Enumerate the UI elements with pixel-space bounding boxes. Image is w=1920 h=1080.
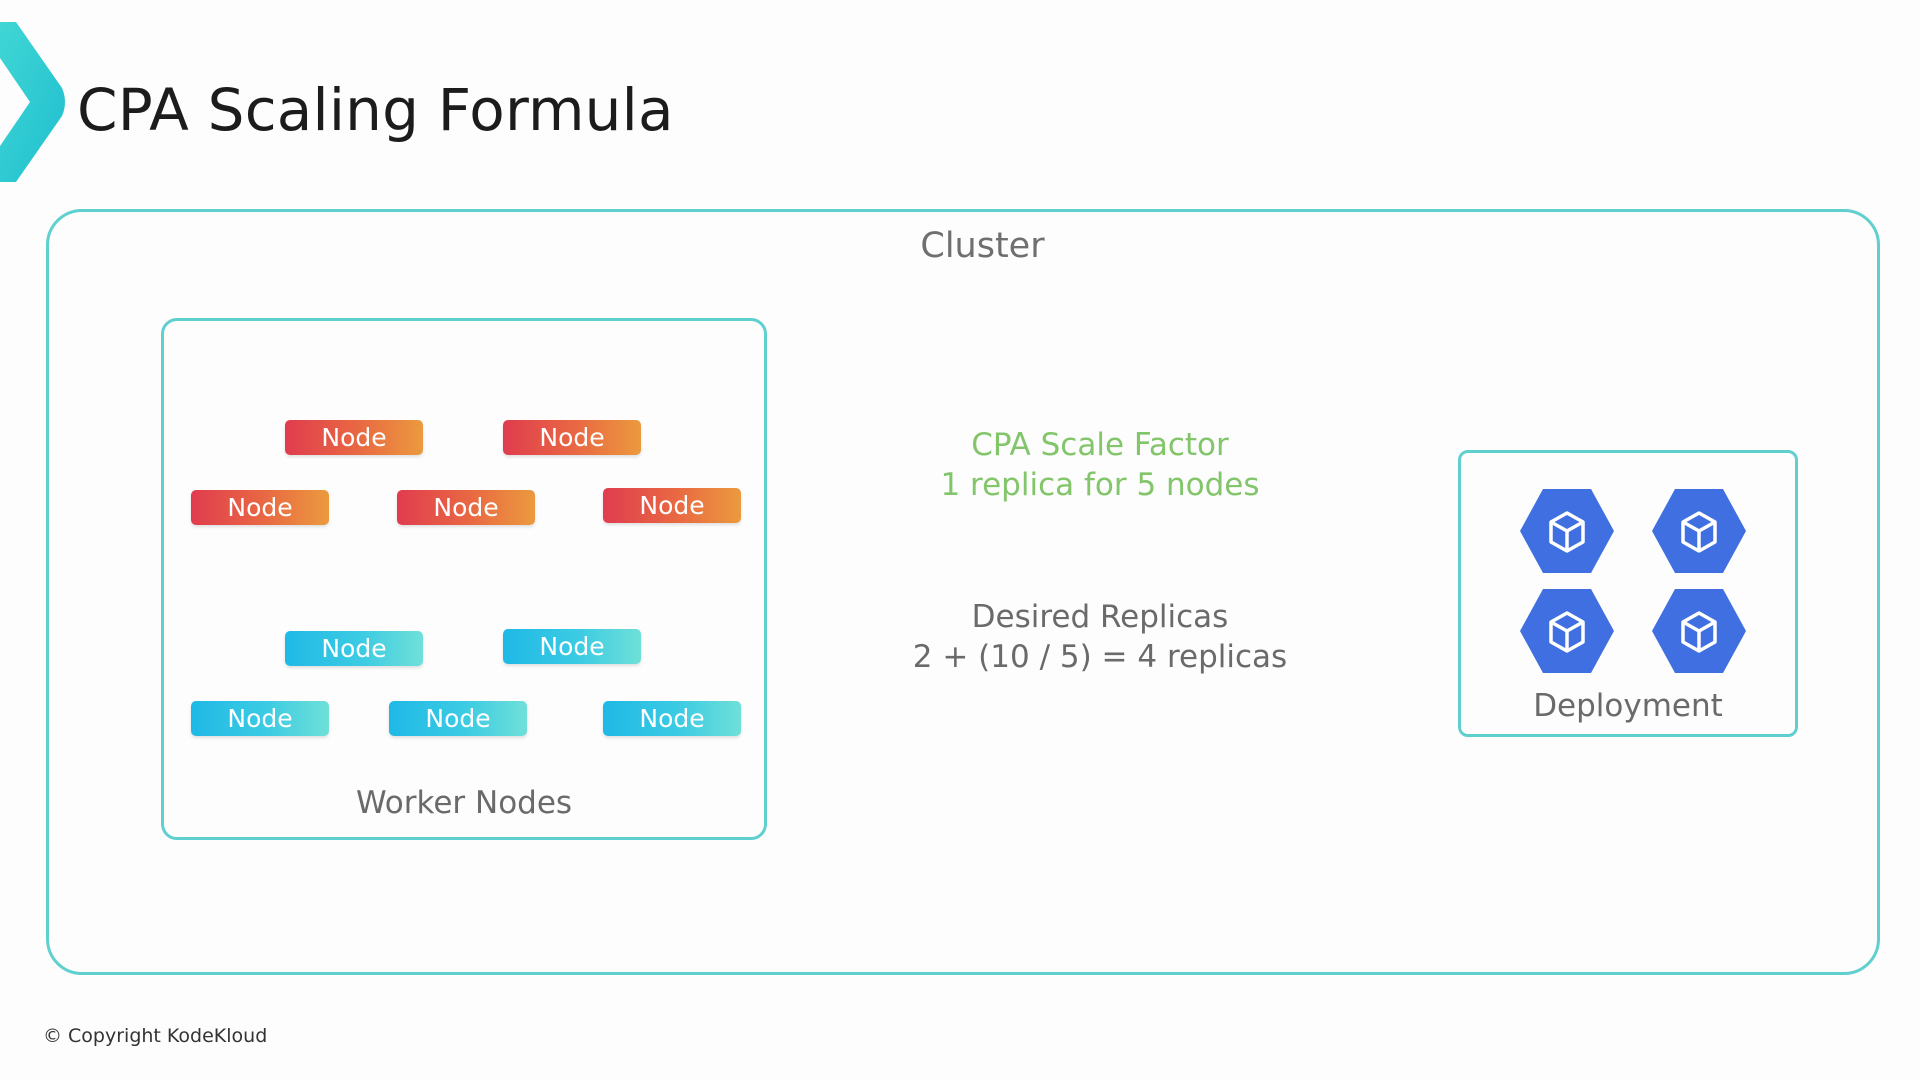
desired-replicas-text: Desired Replicas 2 + (10 / 5) = 4 replic…: [880, 597, 1320, 677]
cluster-label: Cluster: [920, 226, 1045, 266]
worker-nodes-container: [161, 318, 767, 840]
kubernetes-pod-icon: [1652, 589, 1746, 673]
kubernetes-pod-icon: [1520, 489, 1614, 573]
cool-node: Node: [603, 701, 741, 736]
kubernetes-pod-icon: [1520, 589, 1614, 673]
cool-node: Node: [389, 701, 527, 736]
scale-factor-rule: 1 replica for 5 nodes: [940, 467, 1260, 503]
deployment-container: [1458, 450, 1798, 737]
deployment-label: Deployment: [1533, 688, 1723, 724]
slide-title: CPA Scaling Formula: [77, 76, 674, 144]
kodekloud-logo-chevron: [0, 22, 65, 182]
copyright-footer: © Copyright KodeKloud: [43, 1025, 268, 1047]
cool-node: Node: [503, 629, 641, 664]
warm-node: Node: [397, 490, 535, 525]
cool-node: Node: [191, 701, 329, 736]
scale-factor-title: CPA Scale Factor: [971, 427, 1229, 463]
warm-node: Node: [503, 420, 641, 455]
warm-node: Node: [191, 490, 329, 525]
kubernetes-pod-icon: [1652, 489, 1746, 573]
scale-factor-text: CPA Scale Factor 1 replica for 5 nodes: [880, 425, 1320, 505]
warm-node: Node: [285, 420, 423, 455]
worker-nodes-label: Worker Nodes: [355, 785, 573, 821]
warm-node: Node: [603, 488, 741, 523]
cluster-container: [46, 209, 1880, 975]
desired-replicas-title: Desired Replicas: [971, 599, 1229, 635]
cool-node: Node: [285, 631, 423, 666]
desired-replicas-formula: 2 + (10 / 5) = 4 replicas: [912, 639, 1288, 675]
